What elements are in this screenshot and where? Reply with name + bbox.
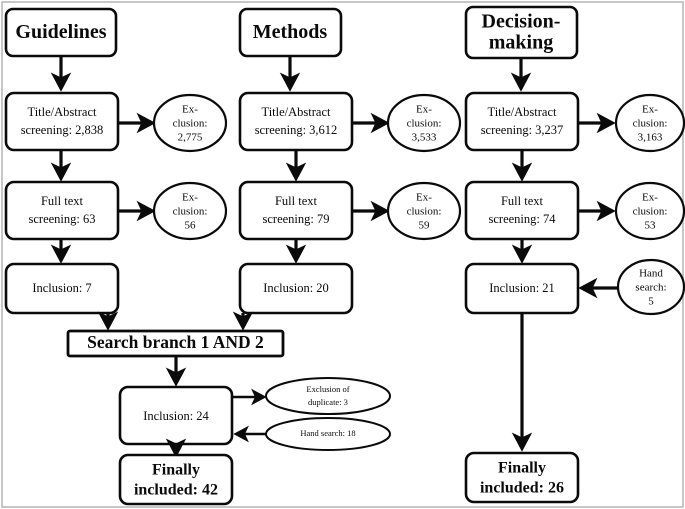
fulltext-exclusion-ellipse-decision-making	[614, 181, 685, 241]
fulltext-label-line2-guidelines: screening: 63	[29, 212, 96, 226]
screening-label-line1-methods: Title/Abstract	[262, 105, 332, 119]
fulltext-exclusion-line2-decision-making: clusion:	[633, 206, 668, 218]
merge-hand-search-label: Hand search: 18	[300, 428, 355, 438]
inclusion-label-guidelines: Inclusion: 7	[32, 281, 91, 295]
screening-exclusion-line2-methods: clusion:	[407, 118, 442, 130]
merge-final-label-line2: included: 42	[134, 482, 218, 499]
fulltext-exclusion-line2-guidelines: clusion:	[173, 206, 208, 218]
fulltext-label-line1-methods: Full text	[275, 194, 318, 208]
screening-label-line1-guidelines: Title/Abstract	[28, 105, 98, 119]
branch-header-label-guidelines: Guidelines	[15, 21, 106, 43]
screening-exclusion-line3-methods: 3,533	[412, 132, 437, 144]
branch-header-label-line1-decision-making: Decision-	[482, 11, 561, 33]
fulltext-exclusion-line2-methods: clusion:	[407, 206, 442, 218]
screening-box-guidelines	[4, 91, 120, 152]
fulltext-label-line2-methods: screening: 79	[263, 212, 330, 226]
fulltext-label-line1-guidelines: Full text	[41, 194, 84, 208]
screening-label-line1-decision-making: Title/Abstract	[488, 105, 558, 119]
hand-search-line2-decision-making: search:	[635, 282, 666, 294]
inclusion-box-methods	[238, 262, 354, 315]
merge-inclusion-label: Inclusion: 24	[143, 409, 209, 423]
fulltext-exclusion-ellipse-guidelines	[152, 181, 228, 241]
screening-exclusion-line3-guidelines: 2,775	[178, 132, 203, 144]
fulltext-exclusion-line1-guidelines: Ex-	[182, 192, 198, 204]
duplicate-exclusion-line2: duplicate: 3	[308, 397, 348, 407]
final-box-decision-making	[464, 451, 580, 504]
branch-header-label-line2-decision-making: making	[489, 32, 553, 54]
hand-search-line1-decision-making: Hand	[639, 268, 663, 280]
fulltext-exclusion-line3-methods: 59	[419, 220, 431, 232]
fulltext-box-guidelines	[4, 180, 120, 241]
screening-box-decision-making	[464, 91, 580, 152]
fulltext-label-line2-decision-making: screening: 74	[489, 212, 557, 226]
hand-search-line3-decision-making: 5	[648, 296, 654, 308]
screening-exclusion-line2-decision-making: clusion:	[633, 118, 668, 130]
screening-exclusion-line1-decision-making: Ex-	[642, 104, 658, 116]
fulltext-exclusion-line3-guidelines: 56	[185, 220, 197, 232]
fulltext-exclusion-line1-methods: Ex-	[416, 192, 432, 204]
fulltext-exclusion-line1-decision-making: Ex-	[642, 192, 658, 204]
inclusion-label-decision-making: Inclusion: 21	[489, 281, 555, 295]
branch-header-label-methods: Methods	[253, 21, 328, 43]
fulltext-box-decision-making	[464, 180, 580, 241]
screening-exclusion-line2-guidelines: clusion:	[173, 118, 208, 130]
fulltext-label-line1-decision-making: Full text	[501, 194, 544, 208]
inclusion-label-methods: Inclusion: 20	[263, 281, 329, 295]
screening-exclusion-line3-decision-making: 3,163	[638, 132, 663, 144]
final-label-line1-decision-making: Finally	[498, 460, 546, 477]
inclusion-box-guidelines	[4, 262, 120, 315]
screening-exclusion-ellipse-methods	[386, 93, 462, 153]
merge-bar-label: Search branch 1 AND 2	[87, 332, 264, 352]
fulltext-box-methods	[238, 180, 354, 241]
screening-label-line2-methods: screening: 3,612	[255, 123, 338, 137]
screening-exclusion-ellipse-guidelines	[152, 93, 228, 153]
screening-exclusion-line1-guidelines: Ex-	[182, 104, 198, 116]
screening-exclusion-line1-methods: Ex-	[416, 104, 432, 116]
fulltext-exclusion-ellipse-methods	[386, 181, 462, 241]
fulltext-exclusion-line3-decision-making: 53	[645, 220, 657, 232]
duplicate-exclusion-line1: Exclusion of	[306, 384, 349, 394]
duplicate-exclusion-ellipse	[265, 377, 391, 415]
final-label-line2-decision-making: included: 26	[480, 480, 564, 497]
screening-box-methods	[238, 91, 354, 152]
screening-label-line2-decision-making: screening: 3,237	[481, 123, 564, 137]
merge-final-box	[118, 453, 234, 506]
screening-exclusion-ellipse-decision-making	[614, 93, 685, 153]
merge-final-label-line1: Finally	[152, 462, 200, 479]
screening-label-line2-guidelines: screening: 2,838	[21, 123, 104, 137]
